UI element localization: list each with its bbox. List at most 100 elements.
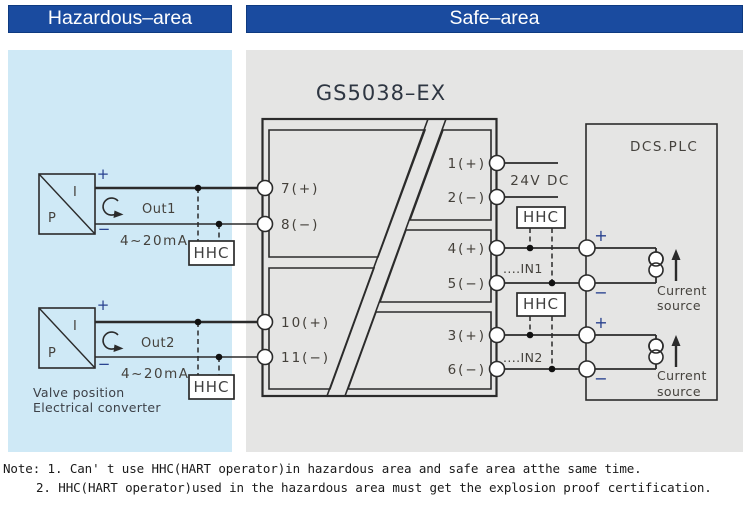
isolator-block — [261, 117, 498, 398]
in1-label: ....IN1 — [503, 261, 543, 276]
rotation-arrow-icon — [102, 197, 119, 216]
terminal-label-4: 4(+) — [448, 241, 486, 257]
isolator-section-power — [408, 129, 492, 221]
terminal-circle-1 — [488, 154, 506, 172]
current-arrowhead — [671, 335, 681, 346]
safe-area-header: Safe–area — [246, 5, 743, 33]
terminal-label-2: 2(−) — [448, 190, 486, 206]
current-source-circle-outline — [648, 338, 664, 354]
junction-dot — [526, 331, 534, 339]
hhc-box — [188, 240, 235, 266]
junction-dot — [548, 365, 556, 373]
current-source-circle — [648, 262, 664, 278]
valve-positioner-2: I P + − Out2 4~20mA Valve position Elect… — [33, 296, 189, 415]
terminal-circle-2 — [488, 188, 506, 206]
dcs-terminal-in2-minus — [578, 360, 596, 378]
polarity-plus: + — [97, 296, 110, 314]
range-label-ch2: 4~20mA — [121, 366, 189, 382]
safe-area-header-label: Safe–area — [449, 7, 540, 30]
terminal-label-6: 6(−) — [448, 362, 486, 378]
hazardous-wiring — [95, 184, 260, 375]
current-symbol-label: I — [73, 319, 77, 334]
hhc-box — [188, 374, 235, 400]
terminal-circle-5 — [488, 274, 506, 292]
dcs-plc-label: DCS.PLC — [630, 139, 698, 155]
polarity-minus: − — [98, 220, 111, 238]
hazardous-area-header-label: Hazardous–area — [47, 7, 193, 30]
rotation-arrowhead — [113, 210, 124, 218]
rotation-arrowhead — [113, 344, 124, 352]
terminal-label-8: 8(−) — [281, 217, 319, 233]
dcs-terminal-in1-plus — [578, 239, 596, 257]
isolator-terminals — [256, 154, 596, 378]
junction-dot — [194, 184, 202, 192]
current-source-label-1: Current — [657, 368, 707, 383]
terminal-label-1: 1(+) — [448, 156, 486, 172]
junction-dot — [194, 318, 202, 326]
hhc-label: HHC — [193, 378, 229, 396]
isolation-diagonal-left — [326, 118, 429, 397]
in2-label: ....IN2 — [503, 350, 543, 365]
terminal-label-11: 11(−) — [281, 350, 330, 366]
hhc-hazardous-2: HHC — [188, 374, 235, 400]
hhc-label: HHC — [193, 244, 229, 262]
current-source-1: Current source — [648, 249, 707, 313]
dcs-in2-minus-sign: − — [594, 369, 607, 388]
dcs-plc-unit: DCS.PLC + − + − Current source — [585, 123, 718, 401]
pressure-symbol-label: P — [48, 211, 56, 226]
rotation-arrow-icon — [102, 331, 119, 350]
hhc-hazardous-1: HHC — [188, 240, 235, 266]
pi-converter-box-2 — [38, 307, 96, 369]
pi-converter-box-1 — [38, 173, 96, 235]
terminal-labels: 7(+) 8(−) 10(+) 11(−) 1(+) 2(−) 4(+) 5(−… — [281, 156, 486, 378]
polarity-minus: − — [98, 355, 111, 373]
hazardous-area-header: Hazardous–area — [8, 5, 232, 33]
isolation-diagonal-right — [344, 118, 447, 397]
dcs-plc-box — [585, 123, 718, 401]
out2-label: Out2 — [141, 336, 175, 351]
current-source-label-2: source — [657, 384, 701, 399]
caption-electrical-converter: Electrical converter — [33, 400, 161, 415]
terminal-circle-7 — [256, 179, 274, 197]
junction-dot — [548, 279, 556, 287]
polarity-plus: + — [97, 165, 110, 183]
terminal-label-5: 5(−) — [448, 276, 486, 292]
isolator-outer-frame — [261, 117, 498, 398]
terminal-label-3: 3(+) — [448, 328, 486, 344]
terminal-circle-10 — [256, 313, 274, 331]
junction-dot — [215, 353, 223, 361]
caption-valve-position: Valve position — [33, 385, 125, 400]
pi-converter-diagonal-1 — [38, 173, 96, 235]
current-source-circle — [648, 349, 664, 365]
pressure-symbol-label: P — [48, 346, 56, 361]
junction-dot — [215, 220, 223, 228]
hhc-safe-2: HHC — [516, 292, 566, 317]
pi-converter-diagonal-2 — [38, 307, 96, 369]
note-line-2: 2. HHC(HART operator)used in the hazardo… — [36, 480, 712, 495]
terminal-label-10: 10(+) — [281, 315, 330, 331]
dcs-in1-plus-sign: + — [594, 226, 607, 245]
dcs-in1-minus-sign: − — [594, 283, 607, 302]
hhc-safe-1: HHC — [516, 206, 566, 229]
hhc-label: HHC — [523, 208, 559, 226]
valve-positioner-1: I P + − Out1 4~20mA — [38, 165, 188, 249]
terminal-circle-4 — [488, 239, 506, 257]
hhc-box — [516, 292, 566, 317]
hhc-box — [516, 206, 566, 229]
terminal-circle-8 — [256, 215, 274, 233]
note-line-1: Note: 1. Can' t use HHC(HART operator)in… — [3, 461, 642, 476]
range-label-ch1: 4~20mA — [120, 233, 188, 249]
dcs-in2-plus-sign: + — [594, 313, 607, 332]
out1-label: Out1 — [142, 202, 176, 217]
current-source-label-2: source — [657, 298, 701, 313]
device-model-title: GS5038–EX — [316, 81, 446, 105]
terminal-circle-3 — [488, 326, 506, 344]
hhc-label: HHC — [523, 295, 559, 313]
terminal-circle-11 — [256, 348, 274, 366]
dcs-terminal-in1-minus — [578, 274, 596, 292]
dcs-terminal-in2-plus — [578, 326, 596, 344]
current-source-label-1: Current — [657, 283, 707, 298]
terminal-label-7: 7(+) — [281, 181, 319, 197]
